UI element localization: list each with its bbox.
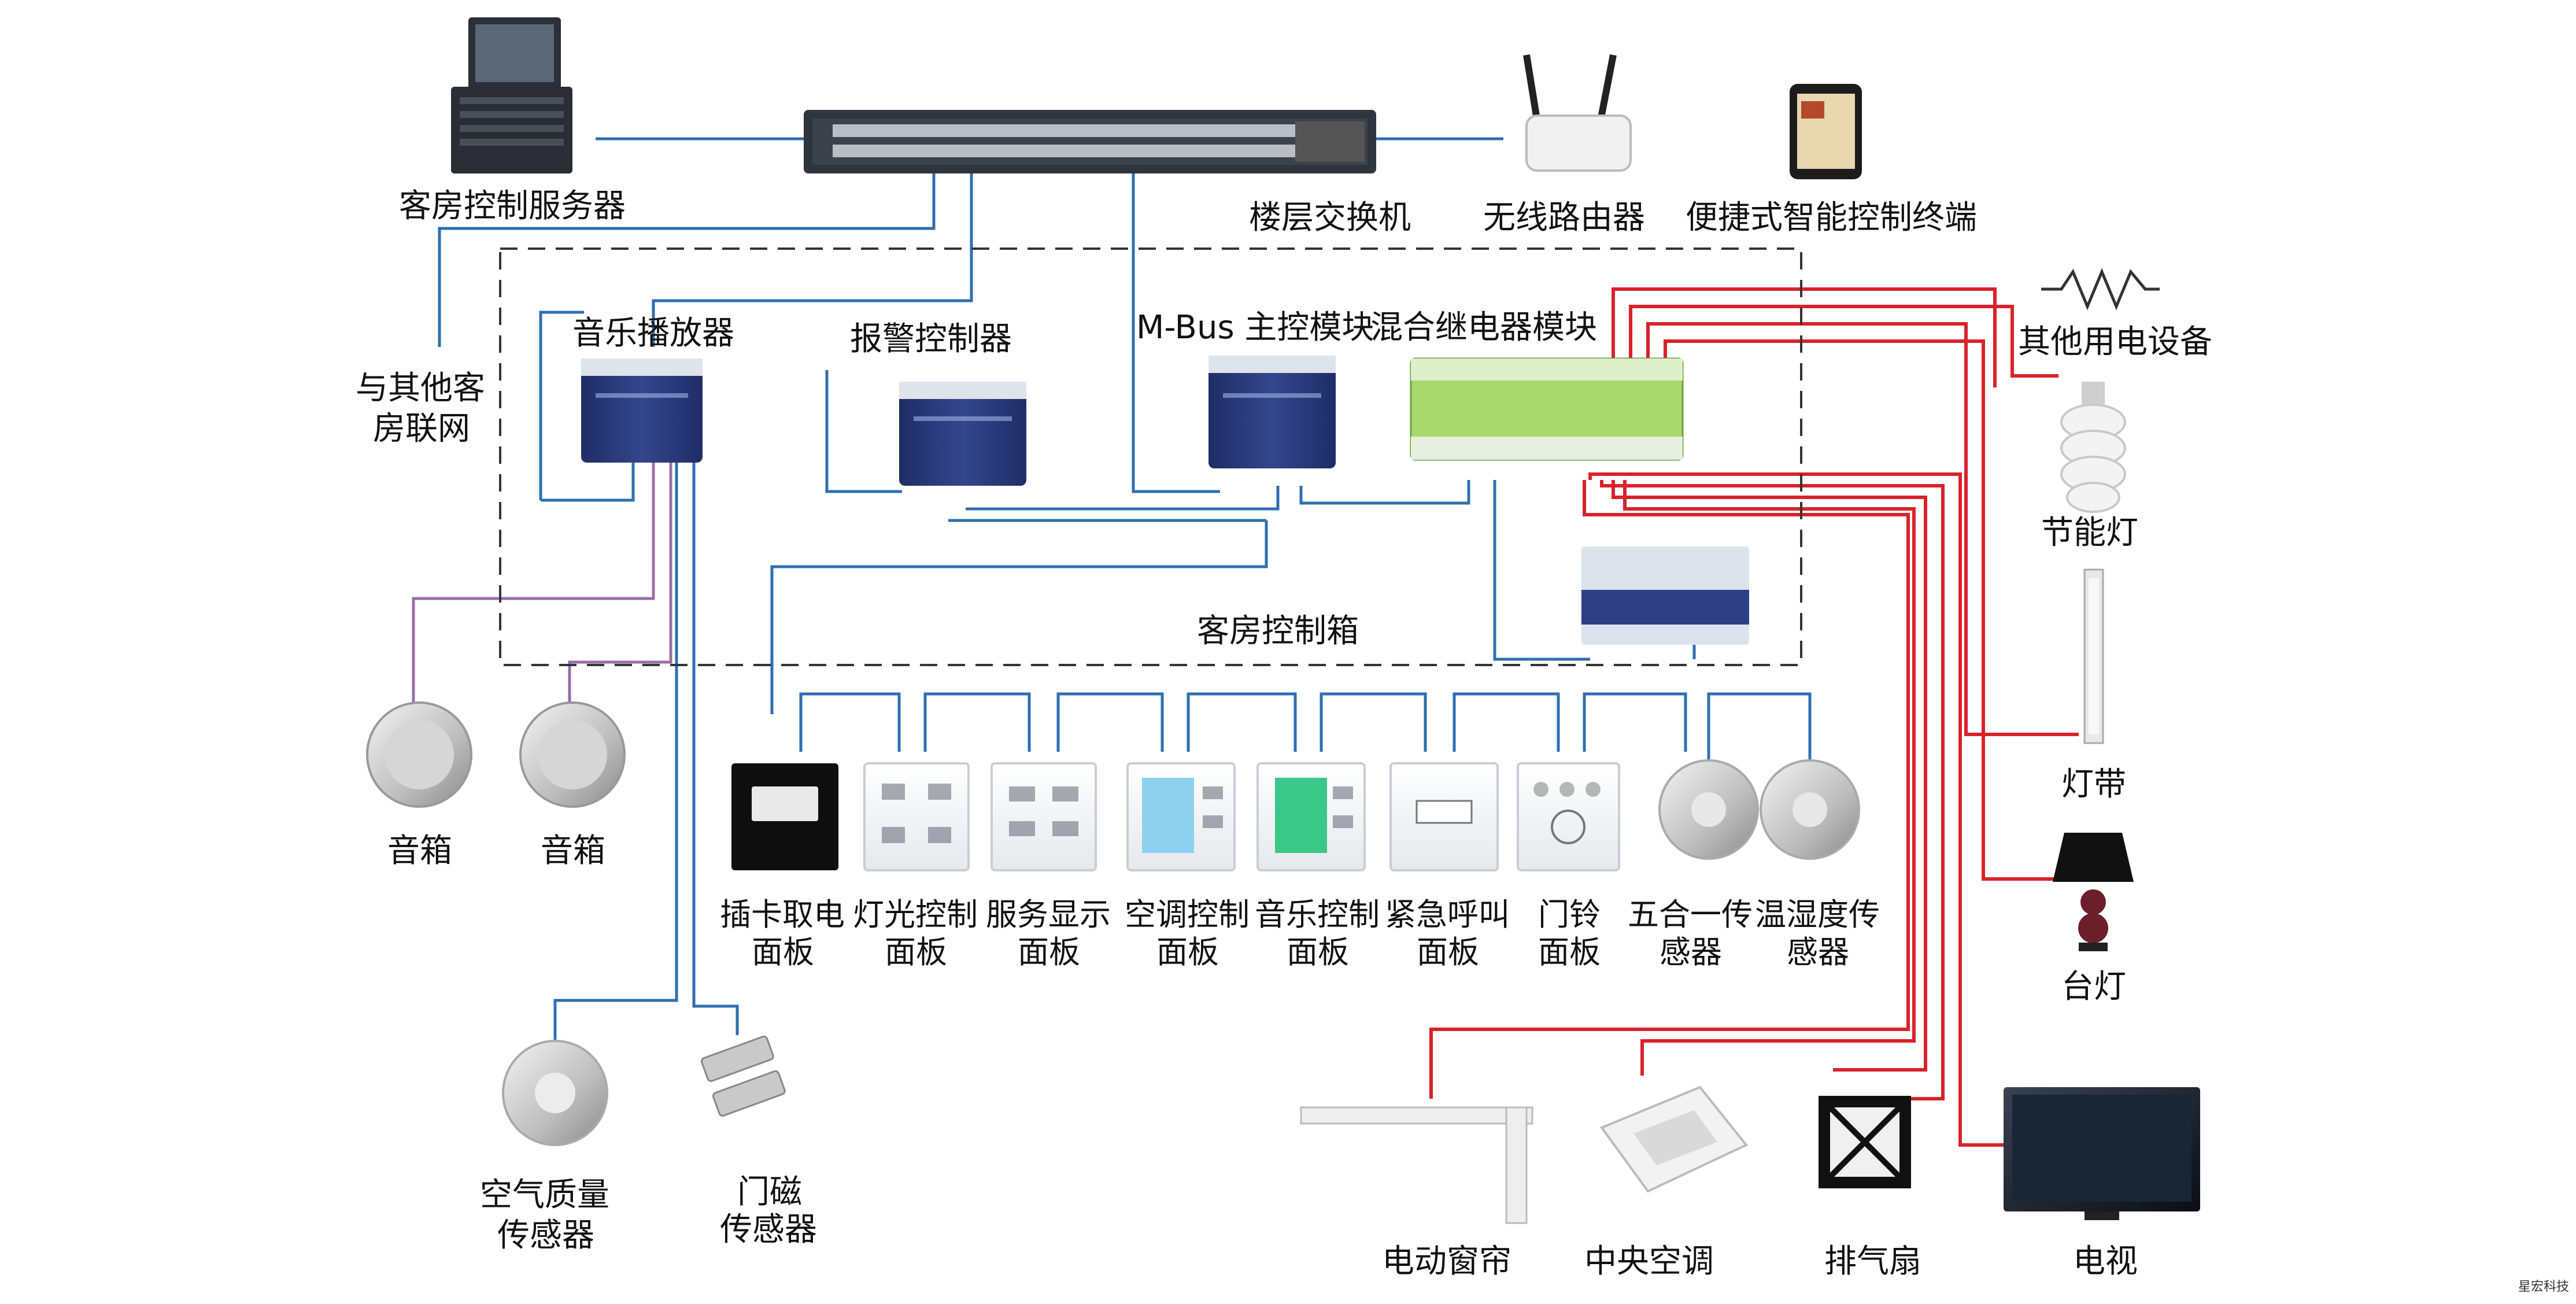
speaker-1-icon <box>366 701 472 808</box>
panel-label-line2: 面板 <box>885 934 947 970</box>
door-sensor-icon <box>700 1035 786 1117</box>
tablet-icon <box>1790 84 1862 179</box>
panel-label-line2: 面板 <box>1417 934 1479 970</box>
ac-label: 中央空调 <box>1584 1243 1714 1280</box>
panel-label-line2: 感器 <box>1660 934 1722 970</box>
music-control-panel-icon <box>1256 762 1366 871</box>
cfl-bulb-icon <box>2060 382 2126 513</box>
panel-labels: 插卡取电 面板 灯光控制 面板 服务显示 面板 空调控制 面板 音乐控制 面板 … <box>720 896 1880 970</box>
relay-label: 混合继电器模块 <box>1370 309 1597 346</box>
other-devices-label: 其他用电设备 <box>2018 323 2212 361</box>
door-sensor-label-line2: 传感器 <box>720 1211 817 1248</box>
panel-label-line1: 插卡取电 <box>720 896 845 933</box>
five-in-one-sensor-icon <box>1658 759 1759 860</box>
switch-label: 楼层交换机 <box>1249 199 1411 237</box>
music-player-module-icon <box>581 359 703 463</box>
watermark: 星宏科技 <box>2518 1280 2569 1294</box>
router-icon <box>1523 54 1632 172</box>
relay-module-icon <box>1410 357 1684 461</box>
panel-label-line2: 感器 <box>1787 934 1849 970</box>
panel-label-line1: 紧急呼叫 <box>1385 896 1510 933</box>
air-quality-sensor-icon <box>502 1040 608 1146</box>
desk-lamp-icon <box>2053 833 2134 951</box>
network-label-line1: 与其他客 <box>356 370 485 407</box>
wires <box>412 137 2093 1147</box>
curtain-track-icon <box>1300 1106 1533 1224</box>
panel-label-line1: 温湿度传 <box>1755 896 1880 933</box>
temp-humidity-sensor-icon <box>1760 759 1860 860</box>
server-label: 客房控制服务器 <box>399 187 626 225</box>
speaker-2-label: 音箱 <box>541 832 605 870</box>
panel-label-line2: 面板 <box>1018 934 1080 970</box>
panel-label-line2: 面板 <box>1287 934 1349 970</box>
panel-label-line1: 服务显示 <box>986 896 1111 933</box>
alarm-controller-label: 报警控制器 <box>850 320 1012 358</box>
alarm-controller-module-icon <box>899 382 1026 486</box>
music-player-label: 音乐播放器 <box>572 315 734 352</box>
panel-label-line2: 面板 <box>1156 934 1219 970</box>
server-icon <box>451 17 572 173</box>
speaker-2-icon <box>519 701 626 808</box>
control-box-border <box>499 247 1802 666</box>
doorbell-panel-icon <box>1517 762 1620 871</box>
exhaust-fan-icon <box>1819 1096 1911 1188</box>
panel-label-line1: 门铃 <box>1538 896 1601 933</box>
panel-label-line1: 灯光控制 <box>853 896 978 933</box>
light-strip-icon <box>2083 568 2104 744</box>
tv-label: 电视 <box>2073 1243 2138 1280</box>
emergency-call-panel-icon <box>1389 762 1499 871</box>
light-strip-label: 灯带 <box>2061 766 2126 803</box>
central-ac-icon <box>1599 1085 1749 1193</box>
card-power-panel-icon <box>731 763 838 870</box>
panel-label-line1: 音乐控制 <box>1255 896 1380 933</box>
panel-label-line1: 五合一传 <box>1628 896 1753 933</box>
door-sensor-label-line1: 门磁 <box>737 1173 802 1211</box>
resistor-icon <box>2041 268 2160 311</box>
mbus-label: M-Bus 主控模块 <box>1136 309 1374 346</box>
dimmer-module-icon <box>1581 546 1749 645</box>
network-label-line2: 房联网 <box>373 410 470 448</box>
curtain-label: 电动窗帘 <box>1382 1243 1511 1280</box>
terminal-label: 便捷式智能控制终端 <box>1686 199 1977 237</box>
cfl-label: 节能灯 <box>2041 514 2138 552</box>
light-control-panel-icon <box>863 762 970 871</box>
mbus-module-icon <box>1208 356 1336 468</box>
network-switch-icon <box>804 110 1376 173</box>
air-sensor-label-line2: 传感器 <box>497 1217 594 1254</box>
service-display-panel-icon <box>991 762 1097 871</box>
control-box-label: 客房控制箱 <box>1197 612 1359 650</box>
panel-label-line1: 空调控制 <box>1125 896 1250 933</box>
fan-label: 排气扇 <box>1824 1243 1921 1280</box>
panel-label-line2: 面板 <box>752 934 814 970</box>
desk-lamp-label: 台灯 <box>2061 968 2126 1006</box>
air-sensor-label-line1: 空气质量 <box>480 1176 609 1214</box>
panel-label-line2: 面板 <box>1538 934 1601 970</box>
speaker-1-label: 音箱 <box>387 832 452 870</box>
router-label: 无线路由器 <box>1483 199 1645 237</box>
ac-control-panel-icon <box>1126 762 1236 871</box>
tv-icon <box>2004 1087 2200 1220</box>
